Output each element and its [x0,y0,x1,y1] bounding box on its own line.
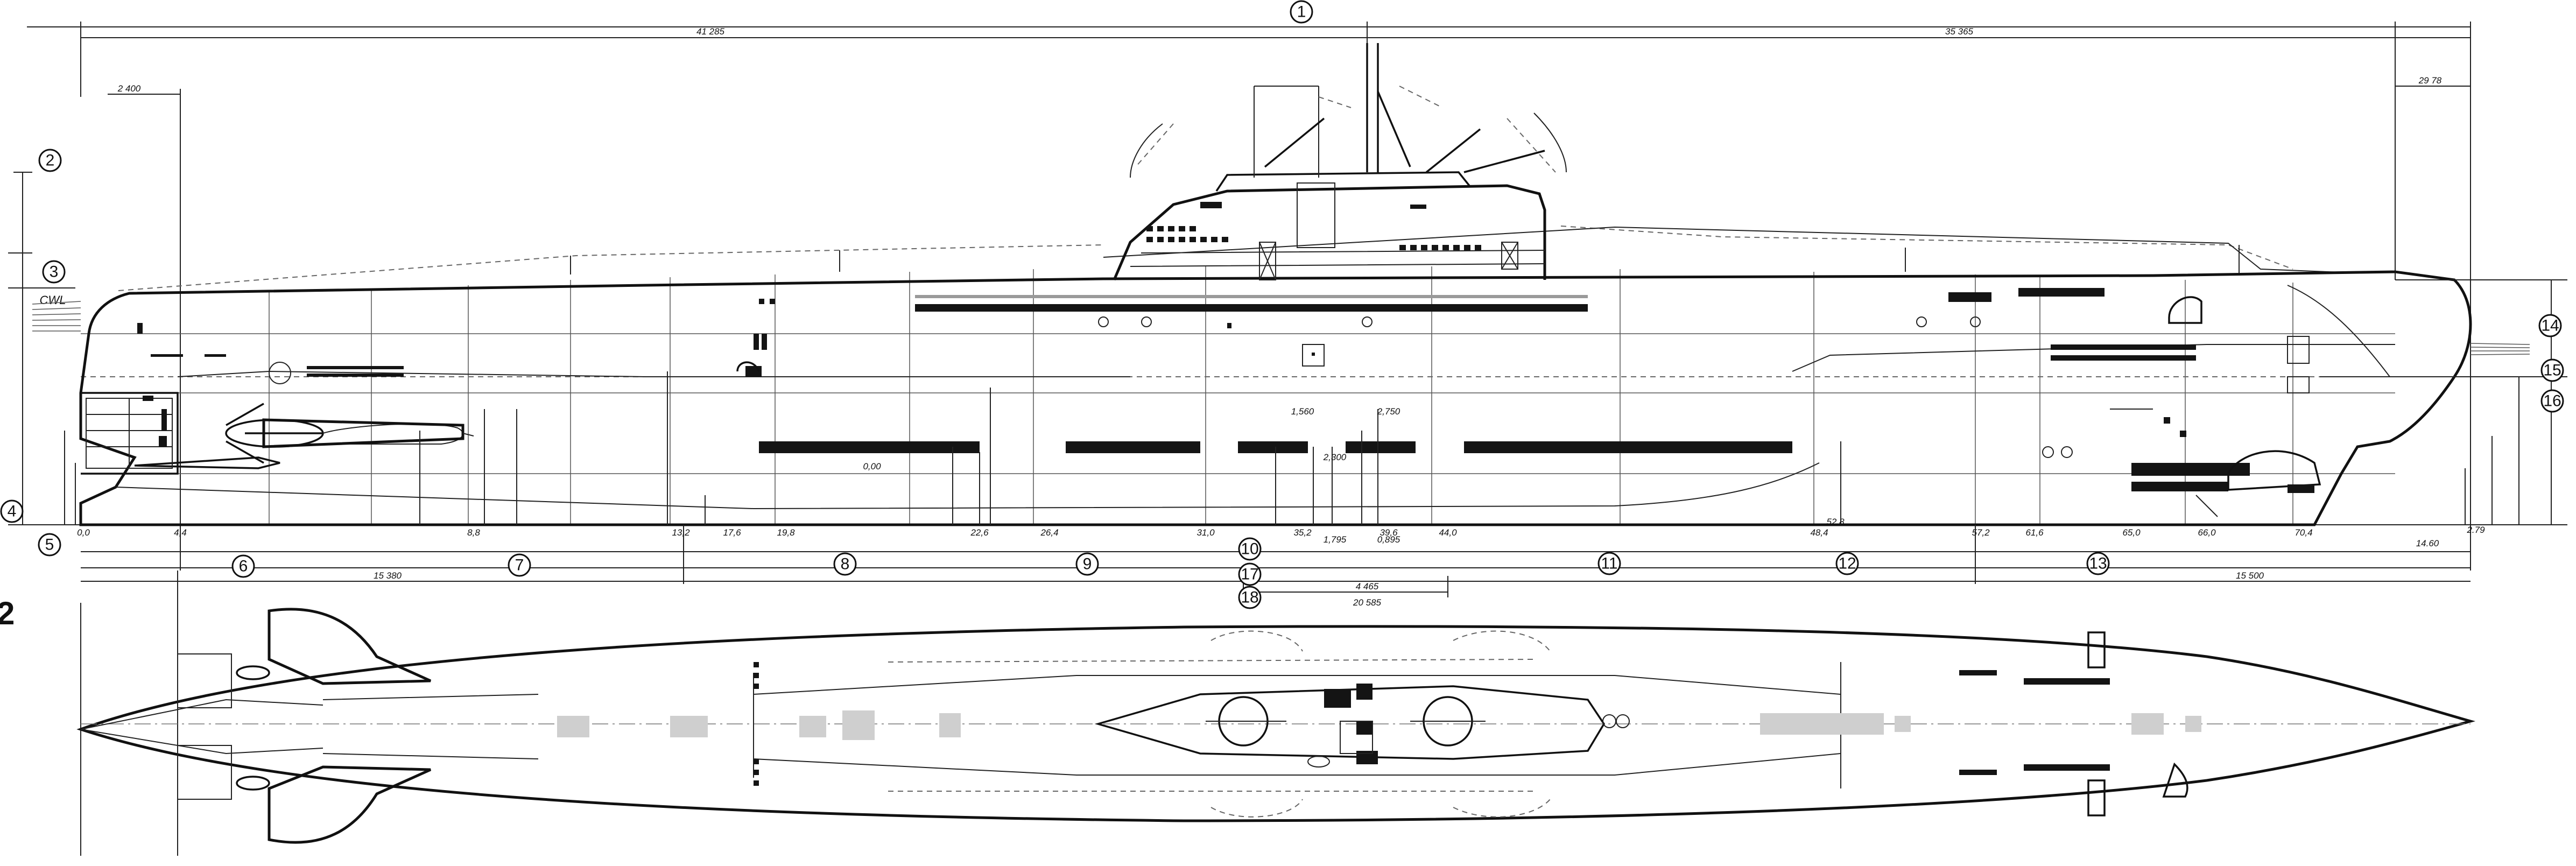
station-label: 65,0 [2122,527,2141,538]
dim-tower-length: 20 585 [1353,597,1382,608]
callout-10: 10 [1238,537,1262,561]
station-label: 31,0 [1196,527,1215,538]
station-dim: 2,750 [1377,406,1400,417]
svg-text:6: 6 [239,558,248,575]
station-label: 61,6 [2025,527,2044,538]
station-label: 4,4 [174,527,187,538]
svg-text:18: 18 [1241,589,1258,607]
callout-2: 2 [38,149,62,172]
svg-text:16: 16 [2543,392,2561,410]
callout-4: 4 [0,499,24,523]
callout-12: 12 [1835,552,1859,575]
frame-lines [269,266,2293,525]
callout-9: 9 [1075,552,1099,576]
station-dim: 1,560 [1291,406,1314,417]
callout-3: 3 [42,260,66,284]
callout-18: 18 [1238,586,1262,609]
dim-bow-height: 14.60 [2416,538,2439,548]
hull-hatches [151,296,2202,384]
battery-row [759,441,1792,453]
callout-8: 8 [833,552,857,576]
svg-text:2: 2 [46,152,55,170]
svg-text:8: 8 [841,555,850,573]
svg-text:14: 14 [2541,317,2559,335]
station-dim: 0,00 [863,461,881,471]
dim-tower-span: 4 465 [1356,581,1379,592]
deck-slot-row [736,288,2105,377]
station-label: 17,6 [723,527,741,538]
station-label: 48,4 [1810,527,1828,538]
callout-13: 13 [2086,552,2110,575]
svg-text:1: 1 [1297,3,1306,21]
callout-11: 11 [1597,552,1621,575]
dim-bow-tip: 2.79 [2466,525,2485,535]
dim-right-overall: 35 365 [1945,26,1974,37]
svg-text:9: 9 [1083,555,1092,573]
svg-text:13: 13 [2089,555,2107,573]
callout-16: 16 [2540,389,2564,413]
station-label: 19,8 [777,527,795,538]
svg-text:4: 4 [8,503,17,520]
plan-hull-outline [76,625,2476,822]
svg-text:15: 15 [2543,362,2561,379]
vertical-dims [64,279,2567,525]
station-label: 57,2 [1972,527,1990,538]
svg-text:11: 11 [1601,555,1617,573]
callout-17: 17 [1238,562,1262,586]
dim-stern-offset: 2 400 [117,83,141,94]
station-label: 39,6 [1380,527,1398,538]
station-dim: 1,795 [1324,534,1347,545]
svg-text:17: 17 [1241,566,1258,583]
dim-lower-left: 15 380 [374,571,402,581]
callout-6: 6 [231,554,255,578]
dim-lower-right: 15 500 [2236,571,2264,581]
station-label: 66,0 [2198,527,2216,538]
plan-grilles [557,631,2201,816]
dim-left-overall: 41 285 [696,26,725,37]
callout-14: 14 [2538,314,2562,337]
lower-dimension-chains: 15 380 15 500 20 585 4 465 14.60 2.79 [80,525,2485,856]
svg-text:3: 3 [50,263,59,281]
side-elevation-view: 0,0 4,4 8,8 13,2 17,6 19,8 22,6 26,4 31,… [32,43,2567,545]
station-labels: 0,0 4,4 8,8 13,2 17,6 19,8 22,6 26,4 31,… [77,517,2312,538]
station-label: 22,6 [970,527,989,538]
plan-view [76,608,2476,844]
station-dim: 0,895 [1377,534,1400,545]
station-label: 8,8 [467,527,480,538]
callout-15: 15 [2540,358,2564,382]
station-label: 44,0 [1439,527,1457,538]
station-label: 35,2 [1293,527,1312,538]
hull-outline [79,270,2472,526]
svg-text:5: 5 [45,536,54,554]
cwl-label: CWL [40,293,66,307]
view-label: 2 [0,595,15,631]
bow-details [2042,336,2395,517]
dim-bow-offset: 29 78 [2418,75,2442,86]
station-label: 0,0 [77,527,90,538]
callout-bubbles: 1 2 3 4 5 6 7 8 9 10 11 12 13 14 15 16 1… [0,0,2564,609]
svg-text:12: 12 [1838,555,1856,573]
callout-7: 7 [508,553,531,577]
conning-tower [1113,43,1567,280]
callout-5: 5 [38,533,61,557]
station-label: 26,4 [1040,527,1058,538]
station-label: 52,8 [1826,517,1845,527]
waterline-hatching [32,301,2530,355]
station-dim: 2,300 [1323,452,1347,462]
station-label: 70,4 [2295,527,2312,538]
station-dims: 0,00 2,300 1,795 0,895 2,750 1,560 [863,406,1400,545]
station-label: 13,2 [672,527,690,538]
svg-text:7: 7 [515,557,524,574]
stern-room [86,323,173,469]
svg-text:10: 10 [1241,540,1258,558]
callout-1: 1 [1290,0,1313,24]
